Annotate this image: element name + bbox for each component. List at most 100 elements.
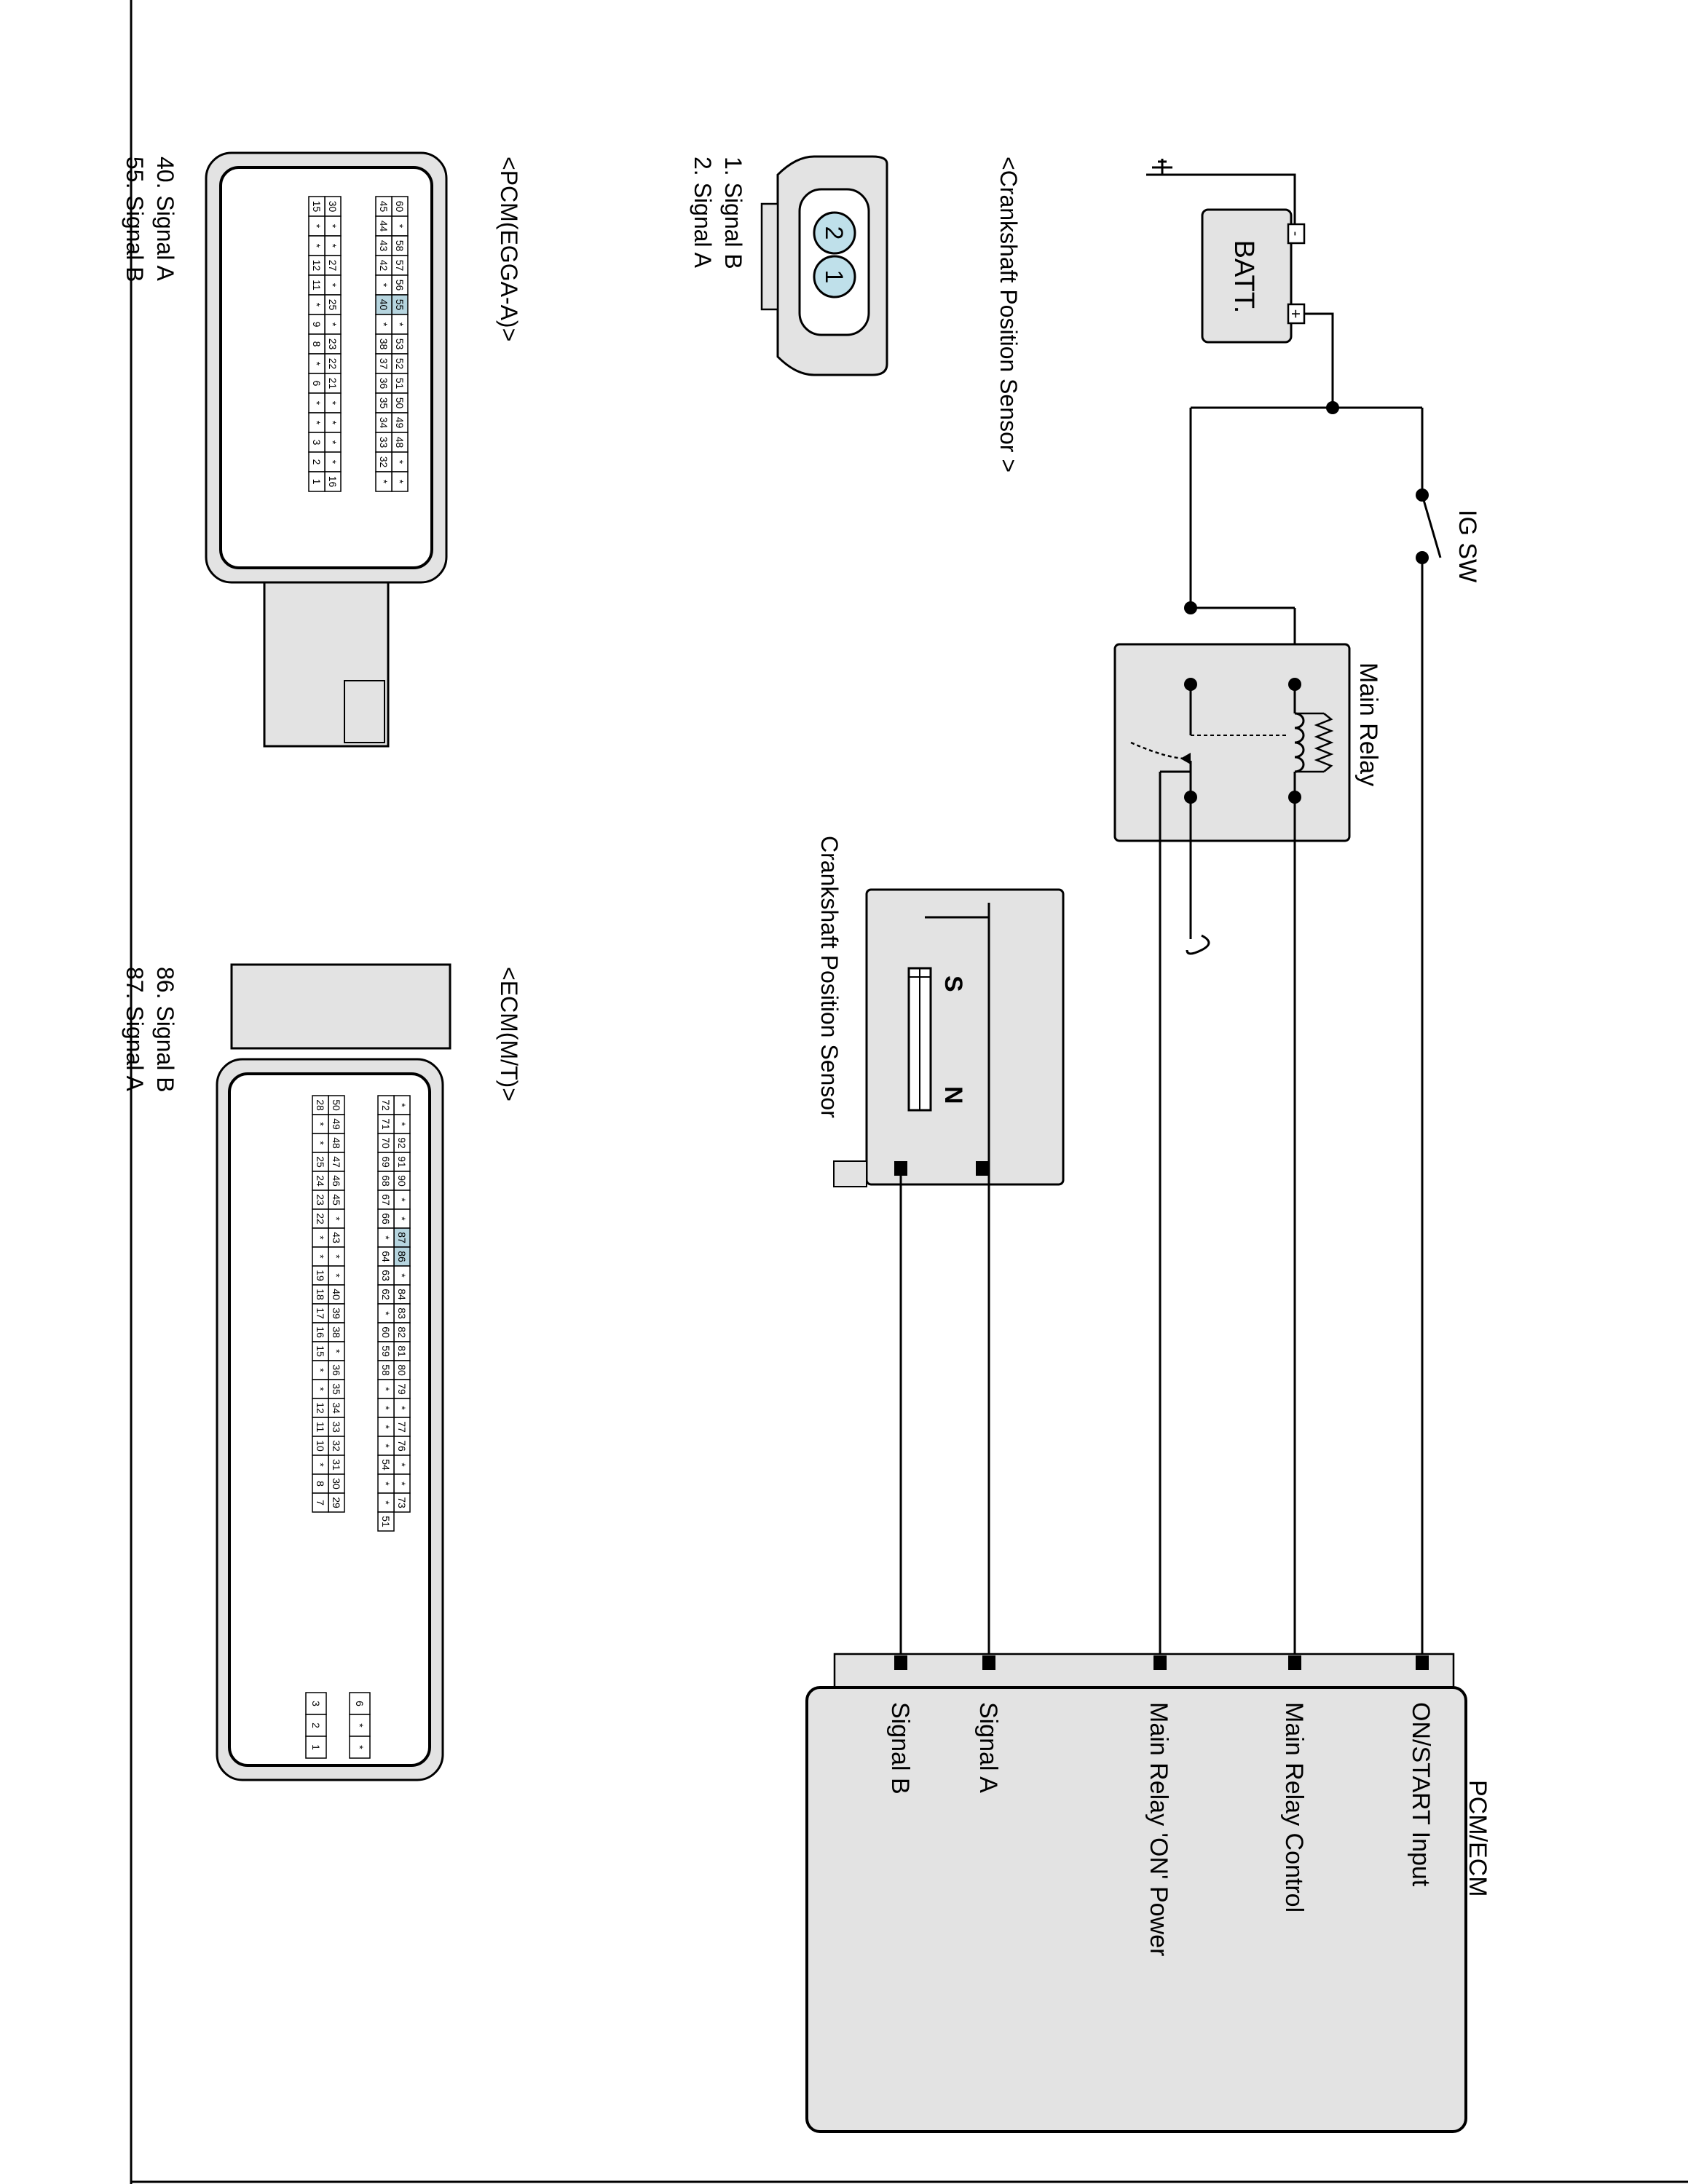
ecm-pin-0-5-label: * [396,1198,408,1202]
ecm-pin-3-12: 16 [312,1322,329,1342]
ecm-pin-2-10-label: 40 [331,1289,342,1300]
igsw-label: IG SW [1454,510,1481,582]
pcm-pin-1-13-label: 32 [378,456,390,468]
pcm-pin-0-5-label: 55 [394,299,406,311]
ecm-pin-2-16-label: 34 [331,1402,342,1414]
pcm-pin-2-5-label: 25 [327,299,339,311]
ecm-pin-2-17: 33 [328,1417,345,1437]
igsw-blade [1421,494,1442,558]
ecm-pin-2-12-label: 38 [331,1326,342,1338]
ecm-pin-2-2-label: 48 [331,1137,342,1149]
pcm-pin-0-10: 50 [391,392,409,414]
pcm-ecm-body [805,1686,1467,2133]
pcm-pin-1-3-label: 42 [378,260,390,272]
ecm-small-pin-3-label: 3 [310,1701,322,1706]
ecm-pin-3-15-label: * [315,1387,326,1391]
pcm-pin-main-relay-on-power [1153,1655,1167,1670]
pcm-pin-0-6: * [391,314,409,335]
pcm-pin-0-2-label: 58 [394,240,406,252]
pcm-pin-2-8: 22 [324,353,342,374]
ecm-pin-3-0: 28 [312,1095,329,1115]
pcm-pin-2-14: 16 [324,471,342,492]
pcm-pin-0-0-label: 60 [394,201,406,213]
ecm-pin-1-20: * [377,1473,395,1494]
ecm-pin-2-21: 29 [328,1492,345,1513]
ecm-pin-2-11: 39 [328,1303,345,1324]
battery-body [1201,208,1293,344]
ecm-small-pin-5-label: 1 [310,1744,322,1750]
ecm-pin-0-2-label: 92 [396,1137,408,1149]
pcm-pin-3-9: 6 [308,373,326,394]
ecm-pin-2-9-label: * [331,1273,342,1278]
ecm-pin-0-0: * [393,1095,411,1115]
pcm-pin-1-1-label: 44 [378,221,390,232]
ecm-pin-1-7-label: * [380,1235,392,1240]
ecm-pin-3-8: * [312,1246,329,1267]
ecm-pin-3-16-label: 12 [315,1402,326,1414]
pcm-pin-3-1: * [308,215,326,237]
ecm-pin-2-6: * [328,1208,345,1229]
ecm-pin-3-14: * [312,1360,329,1380]
pcm-pin-0-4-label: 56 [394,280,406,291]
pcm-pin-3-7-label: 8 [311,341,323,347]
pcm-pin-1-10: 35 [375,392,393,414]
ecm-pin-1-17: * [377,1417,395,1437]
ecm-pin-2-11-label: 39 [331,1307,342,1319]
pcm-pin-3-9-label: 6 [311,381,323,387]
pcm-pin-1-2: 43 [375,235,393,256]
ecm-small-pin-grid: 63*2*1 [305,1692,371,1759]
pcm-pin-3-2-label: * [311,244,323,248]
ecm-pin-3-14-label: * [315,1368,326,1372]
ecm-pin-1-7: * [377,1227,395,1248]
relay-contact-arrow [1180,753,1191,764]
ecm-pin-0-12-label: 82 [396,1326,408,1338]
ecm-pin-3-1: * [312,1114,329,1134]
ecm-pin-1-1: 71 [377,1114,395,1134]
ecm-pin-0-20: * [393,1473,411,1494]
ecm-pin-3-4: 24 [312,1171,329,1191]
ecm-pin-1-18-label: * [380,1444,392,1448]
ecm-pin-1-19-label: 54 [380,1459,392,1471]
sensor-block-title: Crankshaft Position Sensor [816,836,843,1118]
ecm-pin-0-18-label: 76 [396,1440,408,1452]
ecm-small-pin-0: 6 [349,1692,371,1715]
ecm-pin-1-14: 58 [377,1360,395,1380]
ecm-pin-1-12-label: 60 [380,1326,392,1338]
pcm-pin-0-1-label: * [394,224,406,229]
pcm-pin-2-10: * [324,392,342,414]
ecm-pin-0-6: * [393,1208,411,1229]
pcm-pin-1-2-label: 43 [378,240,390,252]
ecm-pin-0-4: 90 [393,1171,411,1191]
pcm-pin-2-6-label: * [327,323,339,327]
pcm-pin-3-5-label: * [311,303,323,307]
ecm-pin-1-15-label: * [380,1387,392,1391]
pcm-pin-1-13: 32 [375,451,393,472]
ecm-pin-3-18-label: 10 [315,1440,326,1452]
ecm-pin-1-11-label: * [380,1311,392,1315]
ecm-pin-0-10: 84 [393,1284,411,1305]
pcm-pin-3-14: 1 [308,471,326,492]
pcm-pin-signal-a [982,1655,995,1670]
sensor-pole-s: S [939,976,967,992]
ecm-pin-0-20-label: * [396,1481,408,1486]
battery-plus-sign: + [1287,309,1305,319]
ecm-pin-1-4: 68 [377,1171,395,1191]
ecm-pin-2-21-label: 29 [331,1497,342,1508]
ecm-pin-1-10: 62 [377,1284,395,1305]
ecm-pin-3-7-label: * [315,1235,326,1240]
ecm-pin-3-10-label: 18 [315,1289,326,1300]
ecm-pin-2-12: 38 [328,1322,345,1342]
pcm-connector-view: <PCM(EGGA-A)> 60*58575655*535251504948**… [122,151,522,748]
pcm-pin-1-11-label: 34 [378,417,390,429]
ecm-pin-3-6-label: 22 [315,1213,326,1224]
ecm-pin-1-3-label: 69 [380,1156,392,1168]
pcm-pin-0-9: 51 [391,373,409,394]
ecm-pin-0-2: 92 [393,1133,411,1153]
pcm-pin-grid: 60*58575655*535251504948**45444342*40*38… [308,196,409,492]
ecm-pin-0-17: 77 [393,1417,411,1437]
pcm-pin-0-1: * [391,215,409,237]
pcm-pin-3-3: 12 [308,255,326,276]
ckp-legend-2: 2. Signal A [690,157,716,269]
pcm-pin-2-2-label: * [327,244,339,248]
ecm-pin-3-4-label: 24 [315,1175,326,1187]
